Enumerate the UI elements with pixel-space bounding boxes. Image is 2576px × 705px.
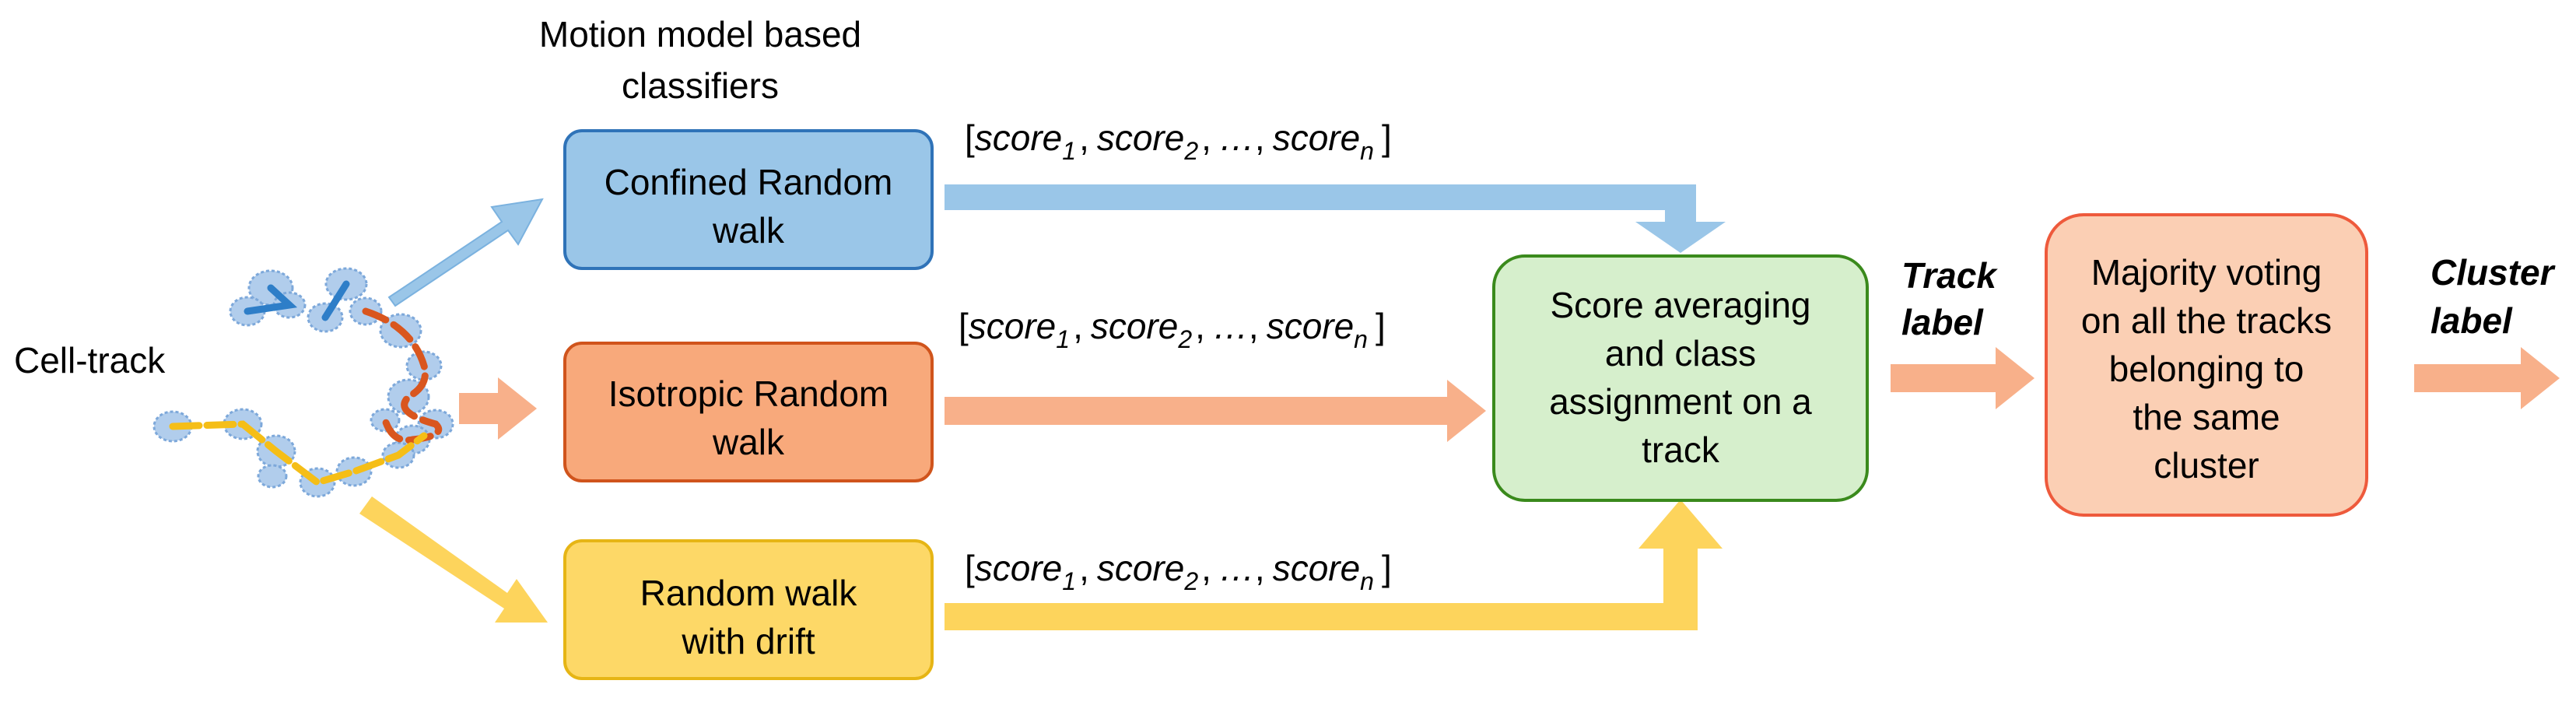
classifiers-heading-line1: Motion model based <box>539 14 861 54</box>
track-label-line2: label <box>1901 302 1984 342</box>
svg-text:[score1,score2,…,scoren]: [score1,score2,…,scoren] <box>965 548 1392 595</box>
averaging-line2: and class <box>1605 333 1756 374</box>
svg-text:[score1,score2,…,scoren]: [score1,score2,…,scoren] <box>959 306 1386 353</box>
averaging-line3: assignment on a <box>1549 381 1812 422</box>
voting-line2: on all the tracks <box>2081 300 2332 341</box>
track-label-line1: Track <box>1901 255 1998 296</box>
input-label: Cell-track <box>14 340 166 381</box>
arrow-drift-to-averaging <box>945 500 1723 630</box>
voting-box <box>2045 213 2368 517</box>
fanout-arrow-orange <box>459 377 537 440</box>
voting-line3: belonging to <box>2109 349 2304 389</box>
classifier-confined-line2: walk <box>712 210 785 251</box>
fanout-arrow-yellow <box>359 496 548 623</box>
cluster-label-line2: label <box>2431 300 2513 341</box>
arrow-averaging-to-voting <box>1891 347 2035 409</box>
averaging-box <box>1492 254 1869 502</box>
voting-line1: Majority voting <box>2091 252 2322 293</box>
svg-text:[score1,score2,…,scoren]: [score1,score2,…,scoren] <box>965 118 1392 165</box>
classifier-confined-line1: Confined Random <box>605 162 893 202</box>
classifier-box-drift <box>563 539 934 680</box>
score-vector-2: [score1,score2,…,scoren] <box>959 306 1386 353</box>
voting-line5: cluster <box>2154 445 2259 486</box>
arrow-isotropic-to-averaging <box>945 380 1486 442</box>
classifier-isotropic-line1: Isotropic Random <box>608 374 889 414</box>
classifier-box-isotropic <box>563 342 934 482</box>
arrow-voting-to-output <box>2414 347 2560 409</box>
voting-line4: the same <box>2133 397 2280 437</box>
score-vector-3: [score1,score2,…,scoren] <box>965 548 1392 595</box>
classifier-drift-line2: with drift <box>681 621 815 661</box>
cluster-label-line1: Cluster <box>2431 252 2556 293</box>
arrow-confined-to-averaging <box>945 184 1726 253</box>
averaging-line4: track <box>1642 430 1720 470</box>
classifier-drift-line1: Random walk <box>640 573 858 613</box>
classifier-isotropic-line2: walk <box>712 422 785 462</box>
score-vector-1: [score1,score2,…,scoren] <box>965 118 1392 165</box>
classifier-box-confined <box>563 129 934 270</box>
cell-track-illustration <box>152 267 454 498</box>
fanout-arrow-blue <box>387 198 544 307</box>
averaging-line1: Score averaging <box>1551 285 1811 325</box>
classifiers-heading-line2: classifiers <box>622 65 779 106</box>
